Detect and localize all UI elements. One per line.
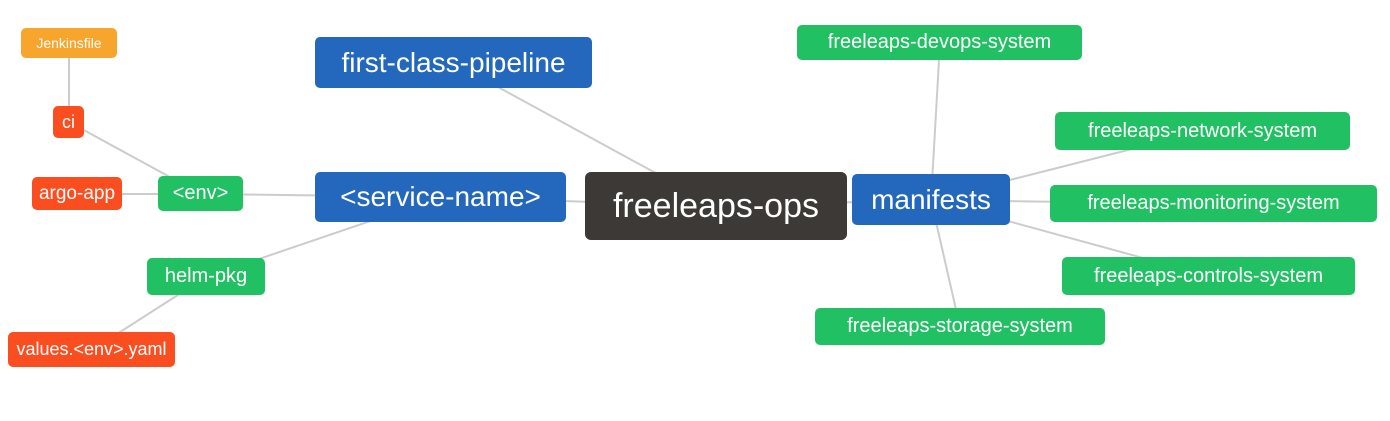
edge-manifests-devops-system — [930, 42, 941, 201]
node-manifests[interactable]: manifests — [852, 174, 1010, 225]
node-helm-pkg[interactable]: helm-pkg — [147, 258, 265, 295]
node-freeleaps-ops[interactable]: freeleaps-ops — [585, 172, 847, 240]
node-freeleaps-controls-system[interactable]: freeleaps-controls-system — [1062, 257, 1355, 295]
node-jenkinsfile[interactable]: Jenkinsfile — [21, 28, 117, 58]
node-service-name[interactable]: <service-name> — [315, 172, 566, 222]
node-argo-app[interactable]: argo-app — [32, 177, 122, 210]
node-freeleaps-monitoring-system[interactable]: freeleaps-monitoring-system — [1050, 185, 1377, 222]
node-ci[interactable]: ci — [53, 106, 84, 138]
node-freeleaps-network-system[interactable]: freeleaps-network-system — [1055, 112, 1350, 150]
node-freeleaps-devops-system[interactable]: freeleaps-devops-system — [797, 25, 1082, 60]
node-env[interactable]: <env> — [158, 176, 243, 211]
node-values-env-yaml[interactable]: values.<env>.yaml — [8, 332, 175, 367]
node-freeleaps-storage-system[interactable]: freeleaps-storage-system — [815, 308, 1105, 345]
node-first-class-pipeline[interactable]: first-class-pipeline — [315, 37, 592, 88]
